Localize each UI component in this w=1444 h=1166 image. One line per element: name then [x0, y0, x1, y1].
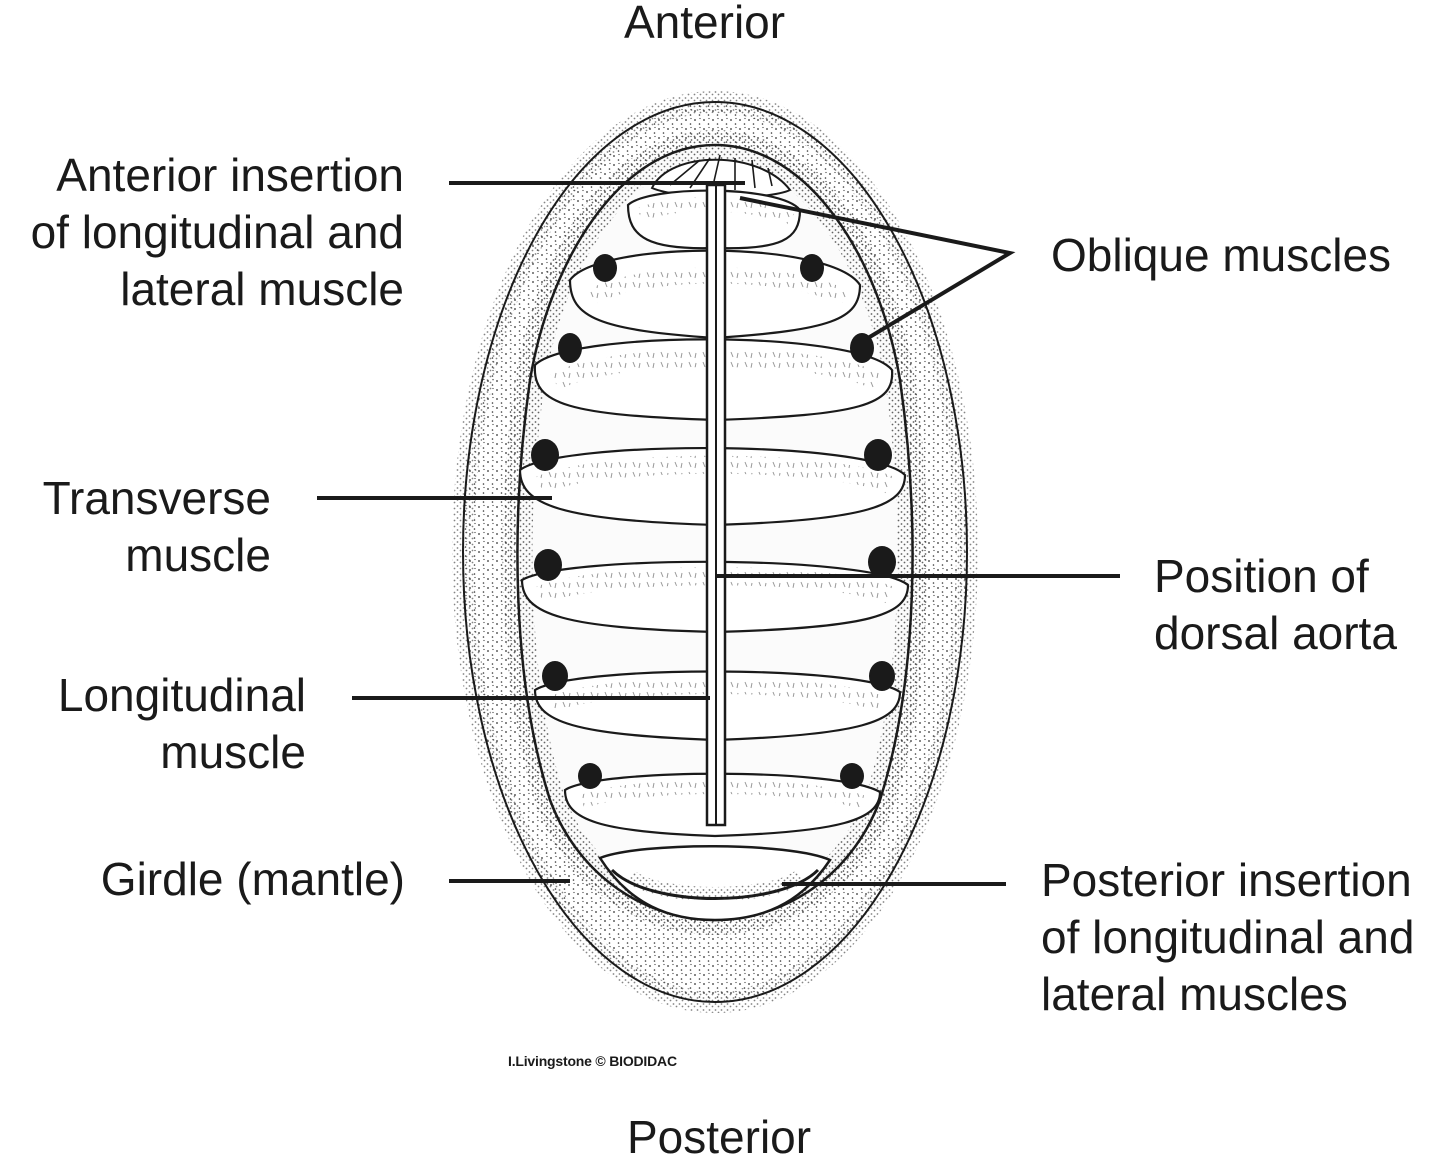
label-anterior-insertion: Anterior insertion of longitudinal and l… — [30, 149, 404, 315]
label-posterior-insertion: Posterior insertion of longitudinal and … — [1041, 854, 1415, 1020]
anterior-label: Anterior — [624, 0, 786, 48]
label-longitudinal-muscle: Longitudinal muscle — [57, 669, 306, 778]
anterior-insertion-fan — [650, 154, 792, 199]
oblique-muscle-pockets — [531, 254, 896, 789]
leader-oblique — [739, 196, 1016, 340]
label-girdle: Girdle (mantle) — [100, 853, 405, 905]
credit-text: I.Livingstone © BIODIDAC — [508, 1053, 677, 1069]
leader-lines — [317, 181, 1120, 886]
label-oblique-muscles: Oblique muscles — [1051, 229, 1392, 281]
label-dorsal-aorta: Position of dorsal aorta — [1154, 550, 1397, 659]
longitudinal-muscle — [705, 183, 727, 827]
posterior-label: Posterior — [627, 1111, 812, 1163]
label-transverse-muscle: Transverse muscle — [42, 472, 271, 581]
